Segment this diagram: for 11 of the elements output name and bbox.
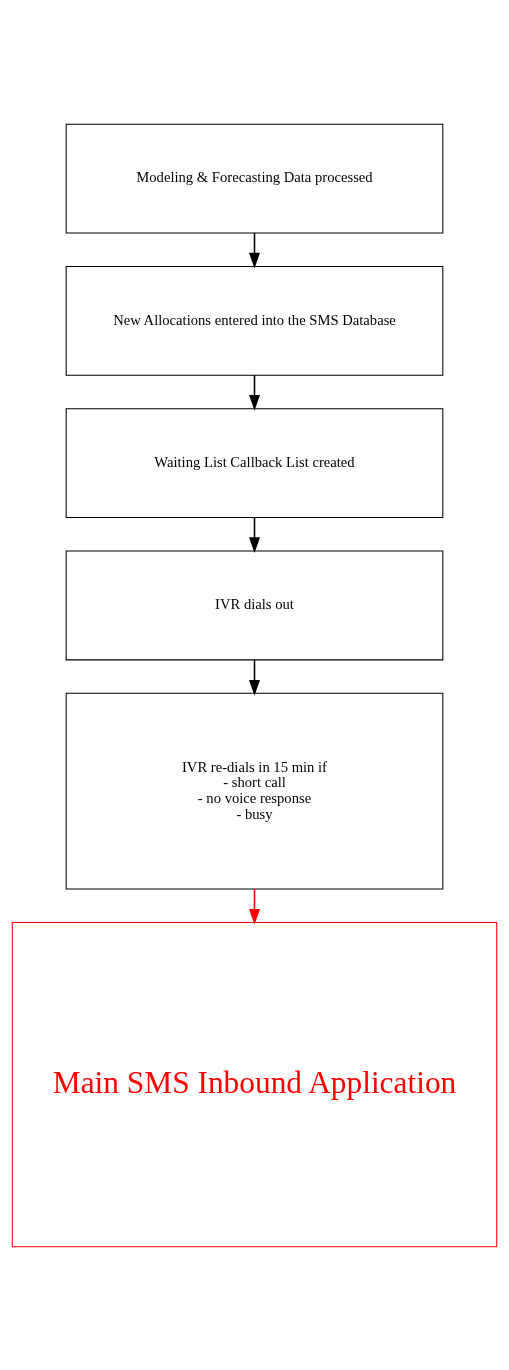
arrow xyxy=(249,516,260,553)
node-box: IVR re-dials in 15 min if - short call - no voice response - busy xyxy=(65,692,444,890)
node-box: Waiting List Callback List created xyxy=(65,407,444,518)
arrow xyxy=(249,231,260,268)
node-box: IVR dials out xyxy=(65,550,444,660)
node-box: Modeling & Forecasting Data processed xyxy=(65,123,444,234)
node-box: New Allocations entered into the SMS Database xyxy=(65,265,444,376)
node-box: Main SMS Inbound Application xyxy=(11,921,498,1247)
arrow xyxy=(249,658,260,696)
arrow xyxy=(249,374,260,411)
arrow xyxy=(249,887,260,925)
